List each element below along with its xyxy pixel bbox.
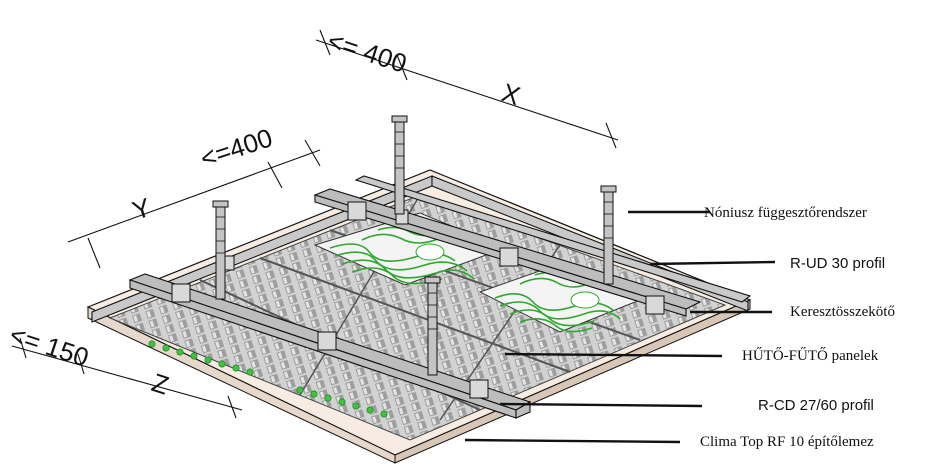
callout-hanger-system: Nóniusz függesztőrendszer <box>704 205 867 221</box>
nonius-hangers <box>212 115 617 376</box>
dimension-lines <box>11 29 619 419</box>
z-dimension-label: Z <box>148 367 172 400</box>
callout-cross-connector: Keresztösszekötő <box>790 304 895 320</box>
x-dimension-label: X <box>498 77 524 111</box>
callout-panels: HŰTŐ-FŰTŐ panelek <box>742 347 879 364</box>
x-spacing-label: <= 400 <box>324 25 410 79</box>
tube-ends <box>148 340 388 418</box>
y-dimension-label: Y <box>129 192 155 226</box>
callout-r-ud-30: R-UD 30 profil <box>790 255 885 272</box>
callout-r-cd-27-60: R-CD 27/60 profil <box>758 397 874 414</box>
callout-clima-top-board: Clima Top RF 10 építőlemez <box>700 434 874 450</box>
cross-connectors <box>171 201 665 399</box>
z-spacing-label: <= 150 <box>6 319 92 373</box>
y-spacing-label: <=400 <box>197 122 276 173</box>
callout-leaders <box>464 210 776 444</box>
